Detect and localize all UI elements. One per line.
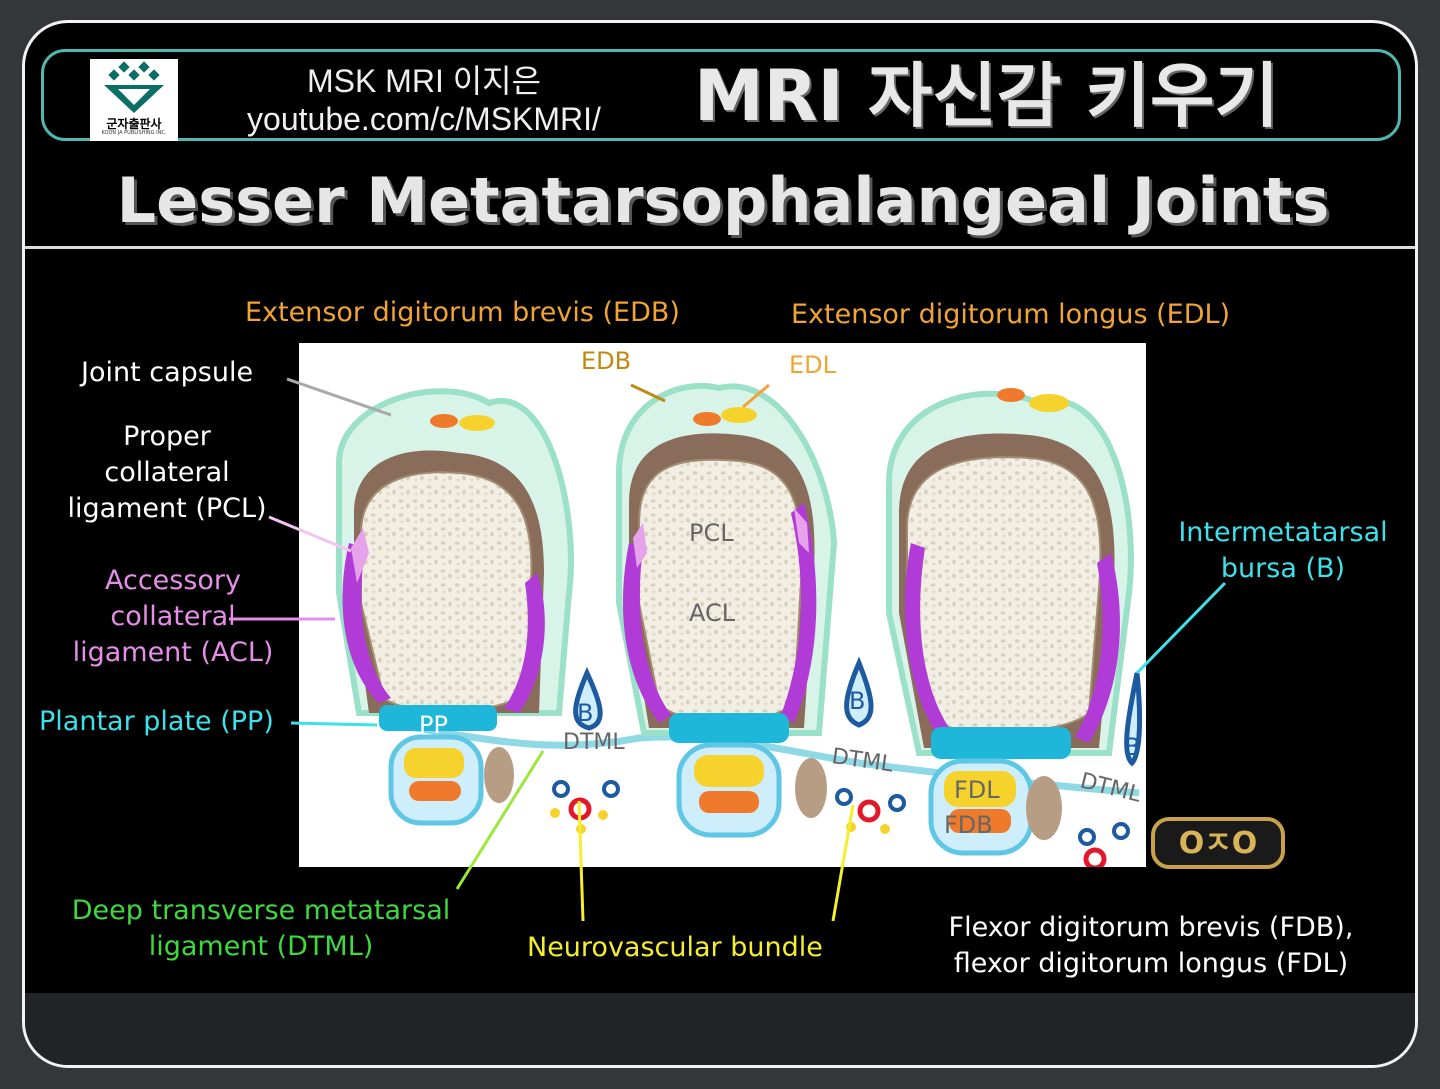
- joint-capsule-arrow: [286, 377, 392, 417]
- acl-label-line-2: collateral: [110, 601, 236, 632]
- nv-bundle-arrow-1: [577, 800, 585, 922]
- lumbrical-1: [484, 747, 514, 803]
- dtml-label-line-2: ligament (DTML): [148, 931, 374, 962]
- header-banner: 군자출판사 KOON JA PUBLISHING INC. MSK MRI 이지…: [41, 49, 1401, 141]
- pcl-label-line-2: collateral: [104, 457, 230, 488]
- mtp-joint-diagram: EDB EDL PCL ACL PP B B B DTML DTML DTML …: [299, 343, 1146, 871]
- bursa-label-line-1: Intermetatarsal: [1178, 517, 1388, 548]
- plantar-plate-2: [669, 713, 789, 743]
- plantar-plate-3: [931, 727, 1071, 759]
- pcl-arrow: [268, 515, 352, 553]
- neurovascular-bundle-3: [1078, 822, 1130, 871]
- edl-3: [1029, 394, 1069, 412]
- bursa-1: [573, 666, 603, 731]
- lumbrical-3: [1026, 776, 1062, 840]
- logo-text: 군자출판사: [106, 117, 162, 131]
- diagram-acl-label: ACL: [689, 599, 736, 627]
- edb-2: [693, 412, 721, 426]
- diagram-fdb-label: FDB: [944, 811, 993, 839]
- logo-mark-icon: [104, 61, 164, 113]
- edl-1: [459, 415, 495, 431]
- dtml-arrow: [455, 750, 545, 890]
- fdl-3: [944, 771, 1016, 807]
- bottom-band: [25, 993, 1415, 1065]
- diagram-svg: EDB EDL PCL ACL PP B B B DTML DTML DTML …: [336, 347, 1144, 871]
- edl-arrow: [742, 383, 770, 409]
- bursa-label-line-2: bursa (B): [1220, 553, 1346, 584]
- bursa-label: Intermetatarsal bursa (B): [1171, 515, 1395, 587]
- edb-3: [997, 388, 1025, 402]
- title-divider: [25, 246, 1415, 249]
- edb-1: [430, 414, 458, 428]
- pcl-2-right: [794, 508, 809, 553]
- diagram-edl-label: EDL: [789, 351, 837, 379]
- plantar-plate-label: Plantar plate (PP): [39, 706, 274, 737]
- fdb-2: [699, 791, 759, 813]
- flexors-label-line-1: Flexor digitorum brevis (FDB),: [948, 912, 1354, 943]
- pcl-label-line-1: Proper: [123, 421, 211, 452]
- joint-capsule-label: Joint capsule: [81, 357, 254, 388]
- diagram-b-label-1: B: [577, 699, 593, 727]
- dtml-label: Deep transverse metatarsal ligament (DTM…: [61, 893, 461, 965]
- diagram-b-label-3: B: [1124, 733, 1140, 761]
- edb-label: Extensor digitorum brevis (EDB): [245, 297, 680, 328]
- dtml-label-line-1: Deep transverse metatarsal: [71, 895, 451, 926]
- acl-1: [342, 543, 391, 703]
- joint-2: [616, 382, 838, 838]
- fdl-1: [404, 748, 464, 778]
- acl-3-right: [1075, 553, 1120, 743]
- diagram-edb-label: EDB: [581, 347, 631, 375]
- pcl-label-line-3: ligament (PCL): [67, 493, 267, 524]
- acl-2-right: [781, 503, 817, 723]
- edb-arrow: [630, 383, 666, 403]
- channel-url: youtube.com/c/MSKMRI/: [247, 101, 601, 137]
- acl-label-line-1: Accessory: [104, 565, 242, 596]
- fdb-1: [409, 781, 461, 801]
- channel-info: MSK MRI 이지은 youtube.com/c/MSKMRI/: [204, 62, 644, 138]
- bursa-arrow: [1135, 581, 1227, 675]
- watermark-text: OㅈO: [1179, 826, 1258, 861]
- callout-arrows: [229, 377, 1227, 922]
- page-title: Lesser Metatarsophalangeal Joints: [116, 164, 1330, 237]
- watermark: OㅈO: [1151, 817, 1285, 869]
- flexors-label: Flexor digitorum brevis (FDB), flexor di…: [931, 910, 1371, 982]
- logo-subtext: KOON JA PUBLISHING INC.: [101, 130, 167, 136]
- channel-name: MSK MRI 이지은: [306, 63, 542, 99]
- acl-label-line-3: ligament (ACL): [72, 637, 274, 668]
- flexors-label-line-2: flexor digitorum longus (FDL): [953, 948, 1349, 979]
- edl-label: Extensor digitorum longus (EDL): [791, 299, 1231, 330]
- pcl-2-left: [633, 523, 647, 568]
- fdl-2: [694, 755, 764, 787]
- fdb-3: [949, 809, 1011, 833]
- joint-3: [886, 388, 1134, 856]
- pcl-label: Proper collateral ligament (PCL): [59, 419, 275, 527]
- lumbrical-2: [795, 758, 827, 818]
- diagram-b-label-2: B: [849, 687, 865, 715]
- diagram-pcl-label: PCL: [689, 519, 734, 547]
- plantar-plate-1: [379, 705, 497, 731]
- edl-2: [721, 407, 757, 423]
- acl-3-left: [904, 543, 951, 738]
- acl-label: Accessory collateral ligament (ACL): [61, 563, 285, 671]
- acl-2-left: [622, 543, 671, 723]
- bursa-2: [844, 656, 874, 728]
- series-title: MRI 자신감 키우기: [694, 55, 1279, 137]
- neurovascular-bundle-2: [835, 788, 906, 834]
- diagram-pp-label: PP: [419, 711, 448, 739]
- plantar-plate-arrow: [290, 721, 378, 727]
- nv-bundle-arrow-2: [831, 804, 855, 922]
- bursa-3: [1124, 672, 1143, 767]
- diagram-fdl-label: FDL: [954, 776, 1000, 804]
- pcl-1: [351, 528, 369, 583]
- nv-bundle-label: Neurovascular bundle: [527, 932, 823, 963]
- acl-1-right: [504, 573, 545, 713]
- slide: 군자출판사 KOON JA PUBLISHING INC. MSK MRI 이지…: [22, 20, 1418, 1068]
- publisher-logo: 군자출판사 KOON JA PUBLISHING INC.: [90, 59, 178, 141]
- diagram-dtml-label-1: DTML: [563, 730, 625, 755]
